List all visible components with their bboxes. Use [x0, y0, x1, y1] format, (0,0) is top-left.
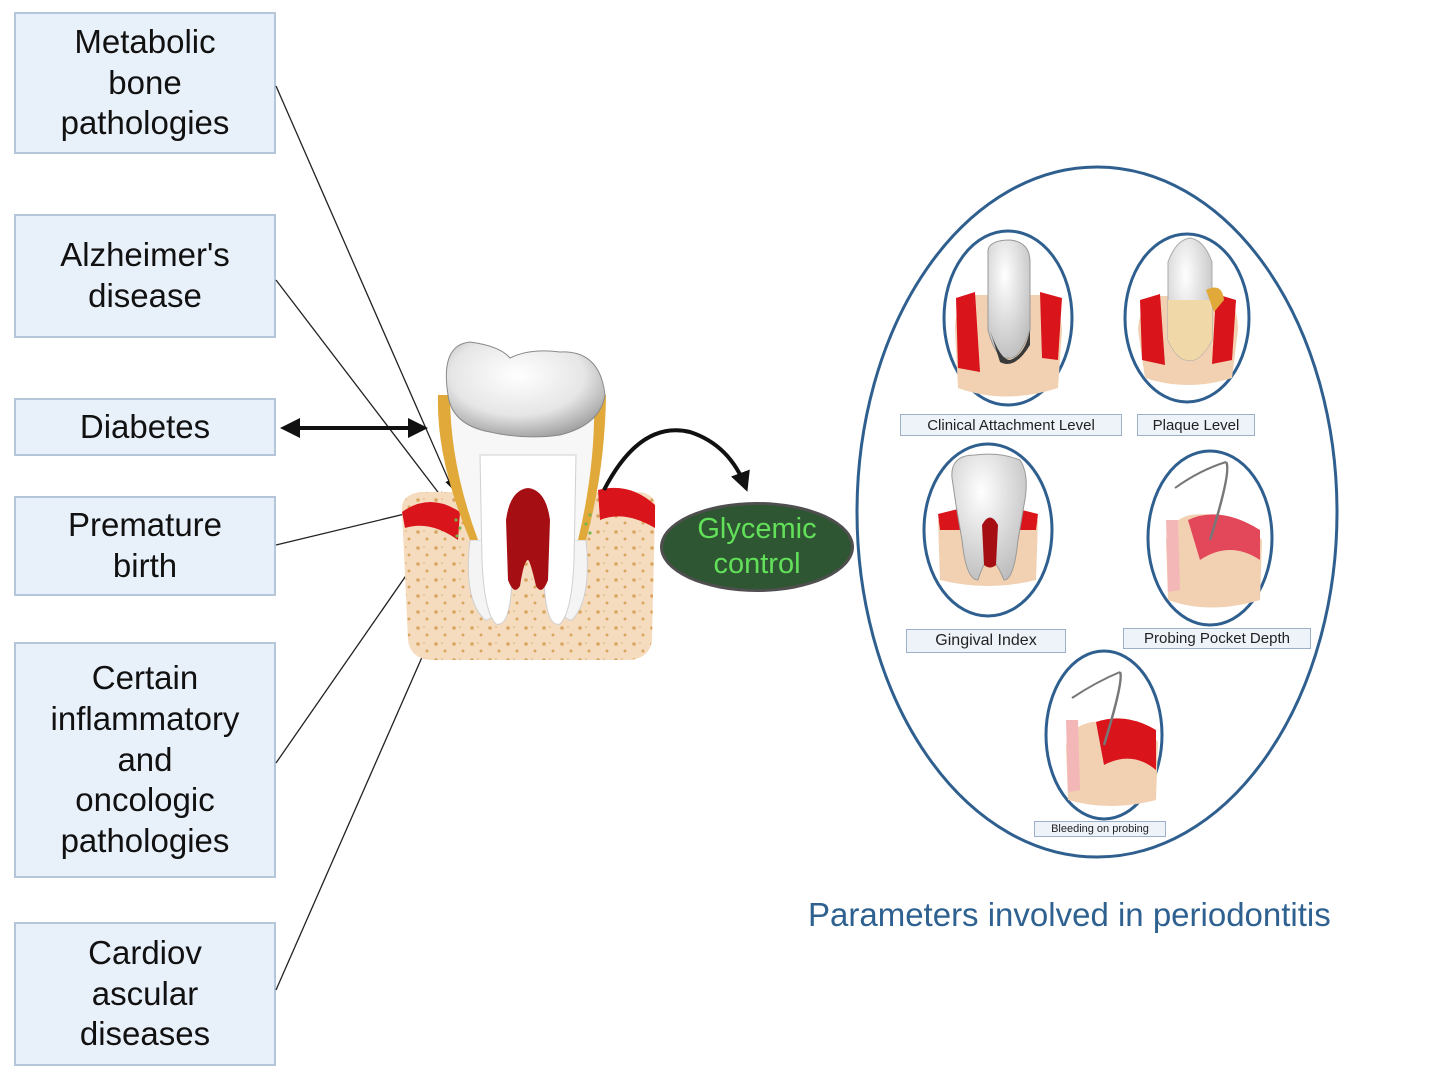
condition-box-premature-birth: Premature birth: [14, 496, 276, 596]
clinical-attachment-level-image: [942, 229, 1074, 407]
gingival-index-image: [922, 442, 1054, 618]
condition-box-inflammatory-oncologic: Certain inflammatory and oncologic patho…: [14, 642, 276, 878]
condition-box-metabolic-bone: Metabolic bone pathologies: [14, 12, 276, 154]
param-label-gingival-index: Gingival Index: [906, 629, 1066, 653]
tooth-to-glycemic-arrow: [602, 428, 750, 492]
param-label-bleeding-on-probing: Bleeding on probing: [1034, 821, 1166, 837]
param-label-clinical-attachment: Clinical Attachment Level: [900, 414, 1122, 436]
connector-alzheimers: [275, 279, 445, 501]
probing-pocket-depth-image: [1146, 449, 1274, 627]
condition-box-cardiovascular: Cardiov ascular diseases: [14, 922, 276, 1066]
bleeding-on-probing-image: [1044, 649, 1164, 821]
plaque-level-image: [1123, 232, 1251, 404]
periodontal-probe-icon: [1174, 461, 1229, 541]
tooth-diagram-icon: [401, 341, 656, 660]
param-label-plaque-level: Plaque Level: [1137, 414, 1255, 436]
parameters-caption: Parameters involved in periodontitis: [808, 896, 1331, 933]
condition-box-alzheimers: Alzheimer's disease: [14, 214, 276, 338]
param-label-probing-pocket-depth: Probing Pocket Depth: [1123, 628, 1311, 649]
condition-box-diabetes: Diabetes: [14, 398, 276, 456]
glycemic-control-node: Glycemic control: [660, 502, 854, 592]
